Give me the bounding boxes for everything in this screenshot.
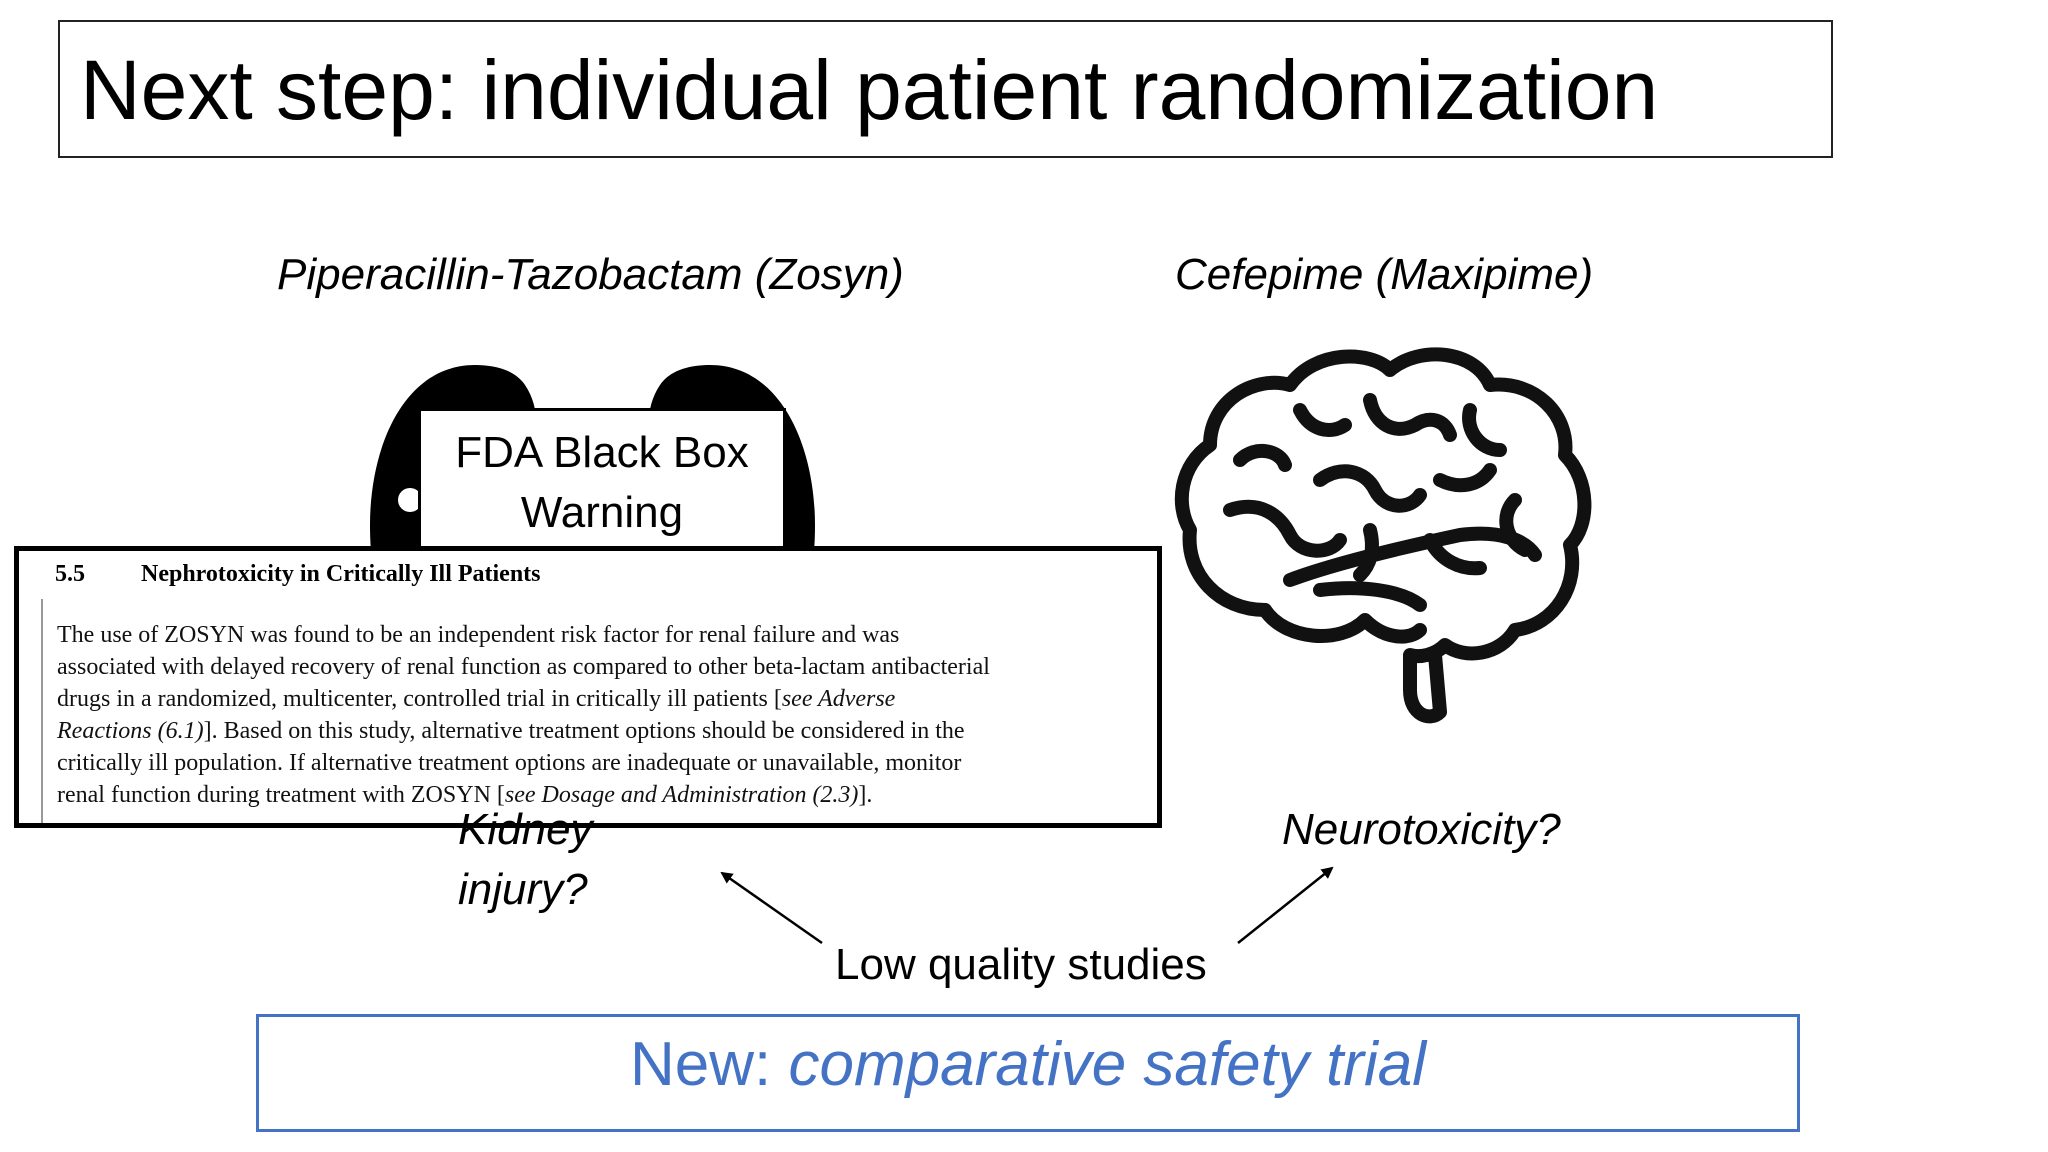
warning-margin-rule (41, 599, 43, 823)
title-box: Next step: individual patient randomizat… (58, 20, 1833, 158)
slide-title: Next step: individual patient randomizat… (80, 43, 1659, 137)
warning-section-number: 5.5 (55, 561, 85, 587)
right-drug-label: Cefepime (Maxipime) (1175, 250, 1594, 299)
neurotoxicity-question: Neurotoxicity? (1282, 805, 1561, 854)
warning-reference: Reactions (6.1) (57, 718, 204, 744)
warning-line: critically ill population. If alternativ… (57, 750, 962, 776)
kidney-injury-question: Kidney injury? (458, 800, 593, 920)
new-trial-box: New: comparative safety trial (256, 1014, 1800, 1132)
arrow-to-kidney-question (720, 871, 823, 945)
warning-heading: Nephrotoxicity in Critically Ill Patient… (141, 561, 541, 587)
fda-warning-label: FDA Black Box Warning (418, 408, 786, 553)
brain-icon (1174, 347, 1592, 724)
warning-line: drugs in a randomized, multicenter, cont… (57, 683, 1155, 715)
warning-line: Reactions (6.1)]. Based on this study, a… (57, 715, 1155, 747)
warning-line: The use of ZOSYN was found to be an inde… (57, 622, 900, 648)
arrow-to-neuro-question (1237, 866, 1334, 944)
new-emphasis: comparative safety trial (788, 1030, 1426, 1099)
warning-reference: see Dosage and Administration (2.3) (504, 782, 859, 808)
kidney-question-line-2: injury? (458, 865, 588, 914)
left-drug-label: Piperacillin-Tazobactam (Zosyn) (277, 250, 904, 299)
warning-line: associated with delayed recovery of rena… (57, 654, 990, 680)
warning-text: ]. Based on this study, alternative trea… (203, 718, 965, 744)
warning-line: renal function during treatment with ZOS… (57, 779, 1155, 811)
fda-line-1: FDA Black Box (455, 428, 749, 477)
fda-line-2: Warning (520, 488, 684, 537)
warning-text: renal function during treatment with ZOS… (57, 782, 505, 808)
new-prefix: New: (630, 1030, 789, 1099)
warning-excerpt-panel: 5.5 Nephrotoxicity in Critically Ill Pat… (14, 546, 1162, 828)
warning-text: drugs in a randomized, multicenter, cont… (57, 686, 782, 712)
low-quality-studies-label: Low quality studies (835, 940, 1207, 989)
kidney-question-line-1: Kidney (458, 805, 593, 854)
warning-reference: see Adverse (781, 686, 896, 712)
warning-body: The use of ZOSYN was found to be an inde… (57, 619, 1155, 811)
warning-text: ]. (858, 782, 873, 808)
